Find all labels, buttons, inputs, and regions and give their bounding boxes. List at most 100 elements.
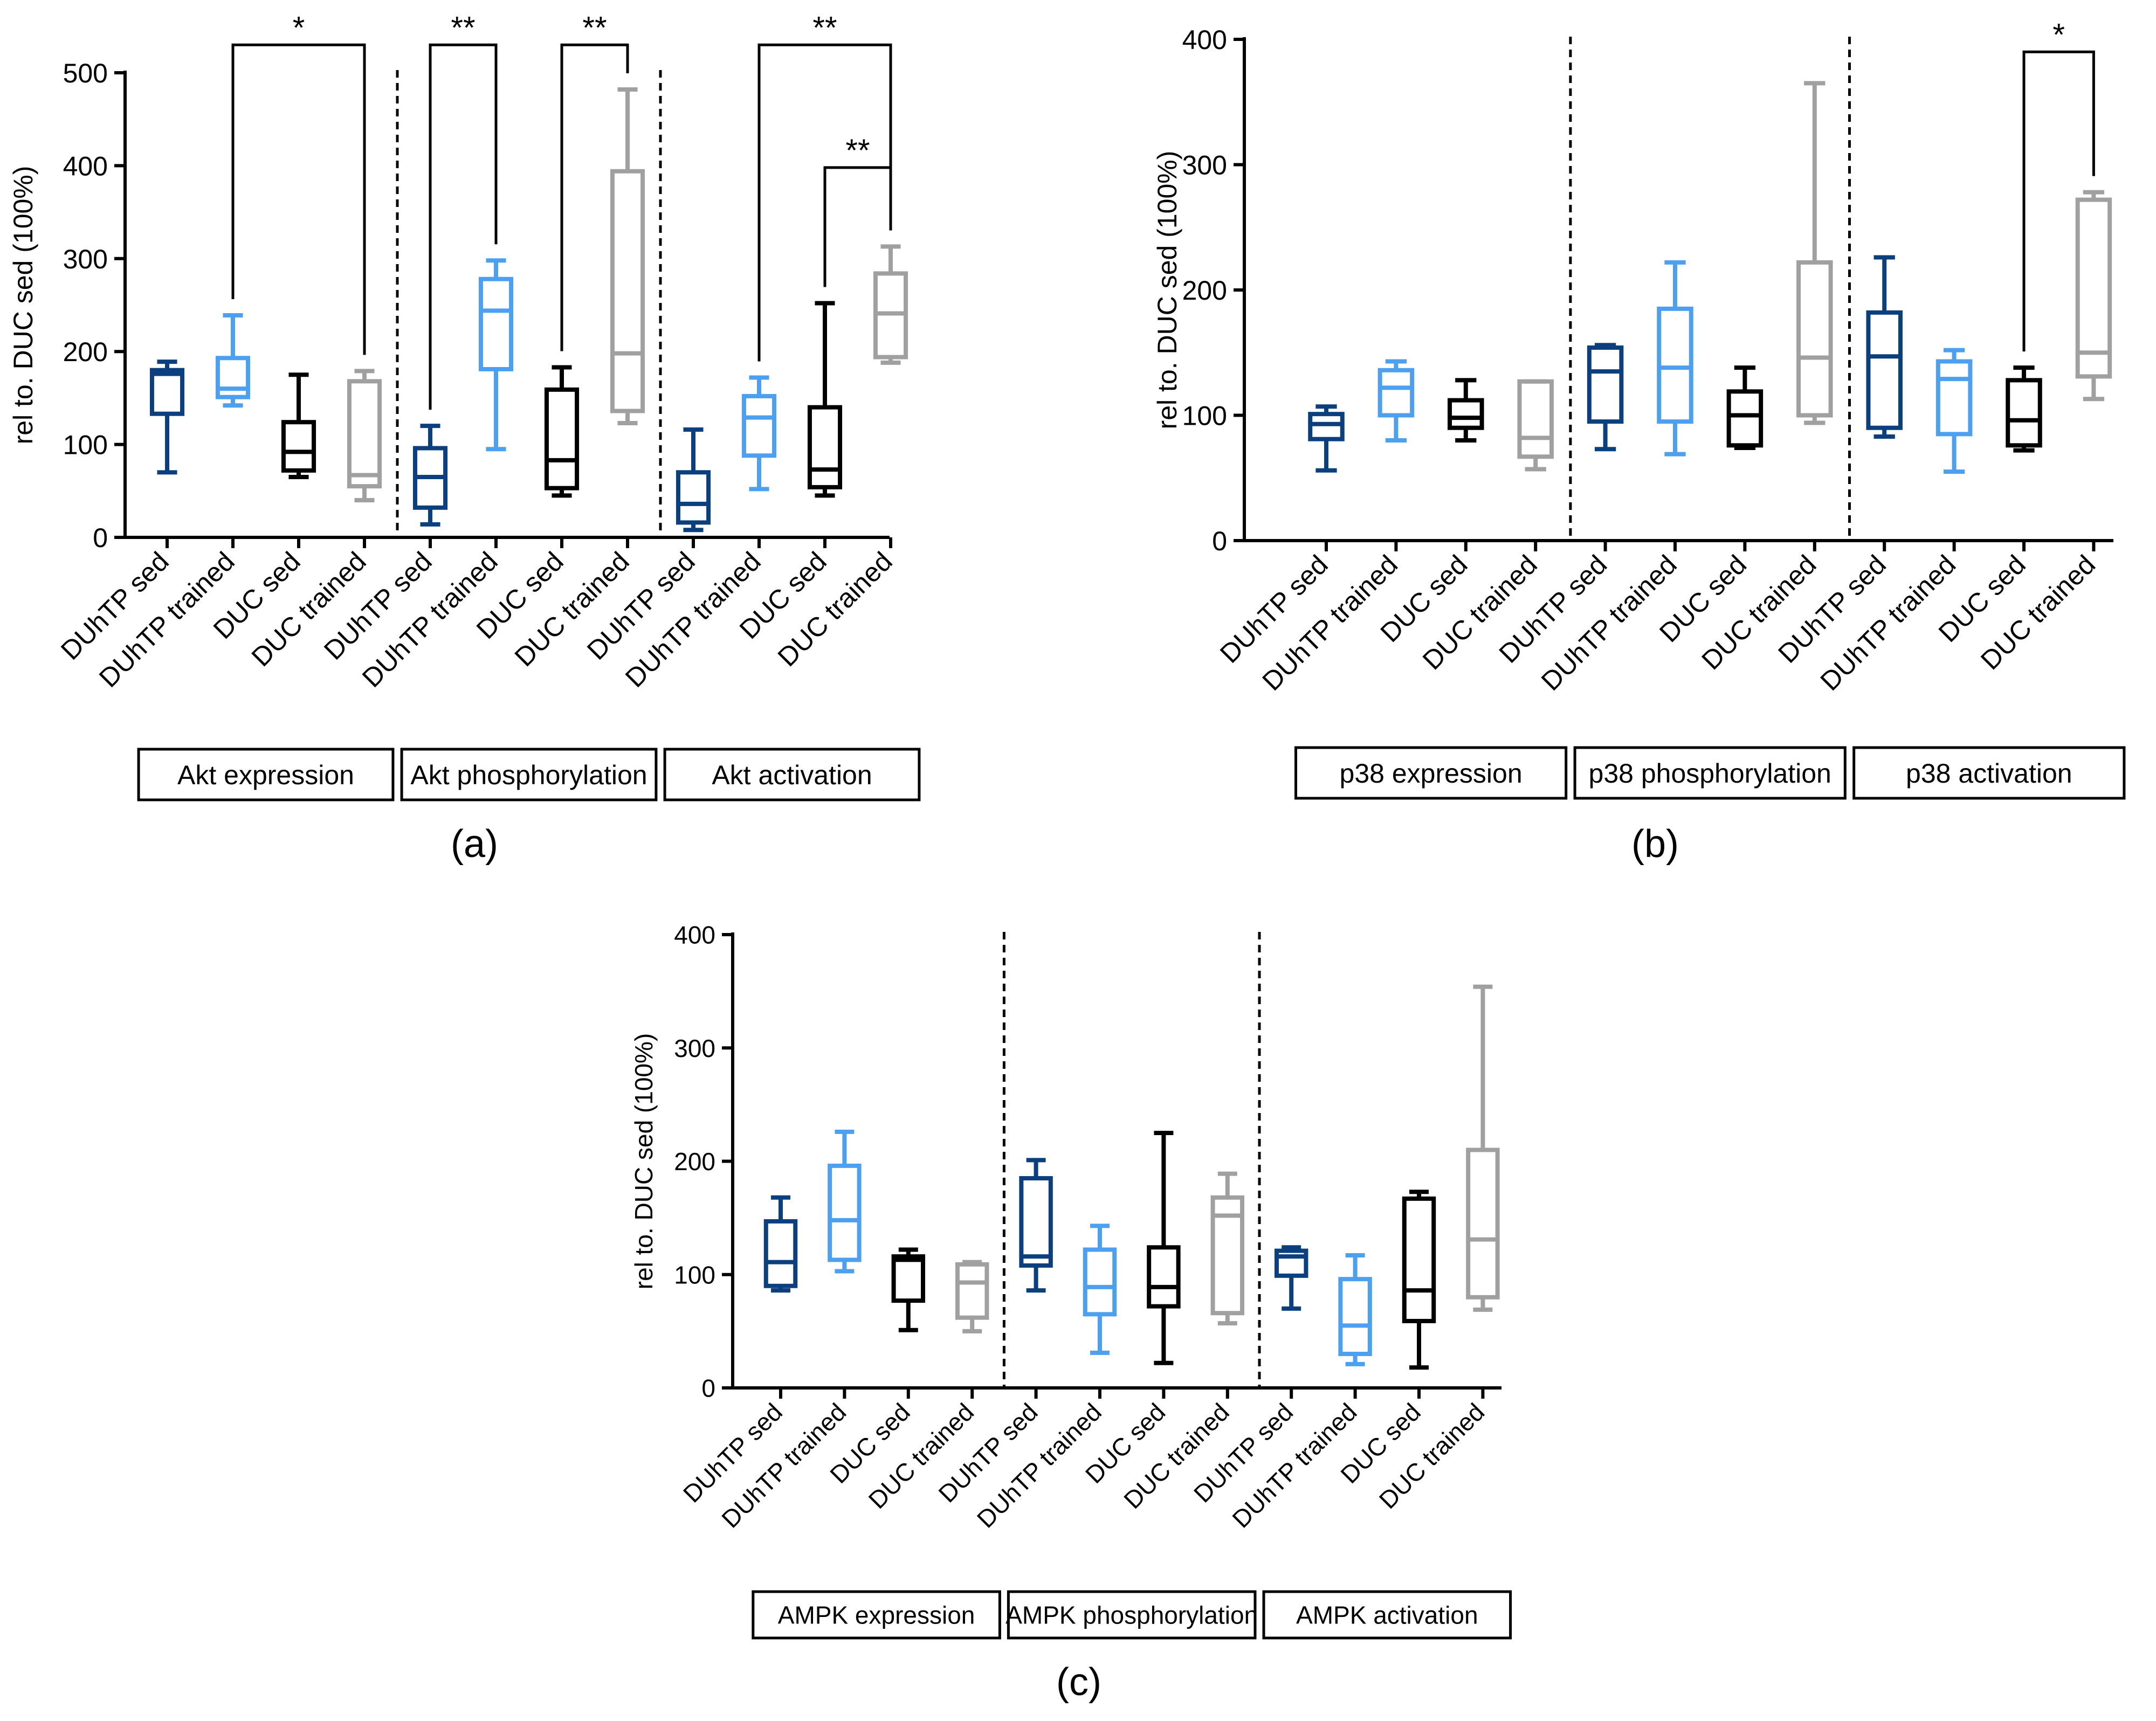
box-5: [1587, 343, 1624, 452]
y-axis-title: rel to. DUC sed (100%): [630, 1033, 658, 1290]
box-12: [2075, 190, 2112, 402]
box-10: [1935, 348, 1973, 474]
box-3: [1448, 378, 1484, 443]
box-9: [1274, 1245, 1308, 1311]
box-iqr: [763, 1219, 798, 1288]
y-tick-label: 0: [1212, 526, 1227, 556]
panel-label: (c): [1056, 1661, 1101, 1704]
box-iqr: [1796, 260, 1833, 418]
significance-bracket: [757, 43, 892, 362]
box-iqr: [891, 1254, 926, 1303]
box-iqr: [1935, 359, 1973, 437]
box-3: [891, 1247, 926, 1332]
group-label: Akt expression: [177, 760, 354, 790]
group-label: AMPK phosphorylation: [1005, 1601, 1258, 1629]
group-label-box: [1573, 746, 1847, 800]
group-label-box: [1852, 746, 2126, 800]
y-axis-title: rel to. DUC sed (100%): [1152, 151, 1182, 430]
box-11: [807, 301, 843, 498]
group-label: Akt phosphorylation: [410, 760, 647, 790]
significance-mark: **: [812, 10, 837, 45]
box-iqr: [1726, 389, 1764, 448]
box-iqr: [149, 368, 185, 416]
significance-bracket: [429, 43, 498, 410]
box-2: [828, 1129, 862, 1274]
panel-label: (a): [451, 823, 498, 866]
box-10: [1338, 1253, 1372, 1366]
box-10: [741, 375, 777, 492]
group-label-box: [752, 1590, 1001, 1640]
box-11: [1402, 1190, 1436, 1370]
x-tick-label: DUC trained: [772, 546, 898, 672]
y-tick-label: 300: [674, 1034, 715, 1062]
box-iqr: [1866, 310, 1903, 430]
box-4: [1517, 379, 1554, 472]
box-6: [478, 258, 514, 452]
group-label: Akt activation: [712, 760, 872, 790]
box-iqr: [2075, 197, 2112, 379]
box-iqr: [1274, 1248, 1308, 1278]
group-label-box: [400, 748, 658, 801]
significance-mark: **: [451, 10, 475, 45]
box-iqr: [1377, 368, 1415, 418]
y-tick-label: 0: [93, 523, 108, 553]
box-11: [2006, 365, 2042, 453]
box-iqr: [281, 420, 316, 473]
box-7: [544, 365, 580, 498]
box-iqr: [478, 277, 514, 371]
y-tick-label: 300: [1182, 150, 1227, 181]
y-axis-title: rel to. DUC sed (100%): [8, 166, 38, 445]
box-1: [763, 1195, 798, 1293]
box-iqr: [1308, 412, 1345, 441]
box-iqr: [1210, 1195, 1245, 1316]
y-tick-label: 100: [674, 1261, 715, 1289]
group-label: AMPK expression: [778, 1601, 975, 1629]
box-8: [1796, 81, 1833, 425]
significance-mark: *: [2052, 17, 2065, 52]
box-8: [1210, 1171, 1245, 1326]
significance-mark: *: [293, 10, 305, 45]
box-iqr: [610, 169, 645, 413]
box-2: [215, 313, 251, 408]
box-iqr: [1402, 1196, 1436, 1323]
y-tick-label: 500: [63, 58, 108, 88]
significance-bracket: [823, 166, 892, 287]
box-iqr: [215, 356, 251, 399]
y-tick-label: 400: [674, 921, 715, 949]
box-iqr: [347, 379, 382, 489]
box-iqr: [1338, 1277, 1372, 1356]
box-6: [1657, 260, 1693, 457]
box-iqr: [828, 1163, 862, 1262]
box-iqr: [807, 405, 843, 489]
y-tick-label: 100: [63, 430, 108, 460]
box-5: [1019, 1158, 1053, 1293]
box-6: [1083, 1224, 1117, 1355]
y-tick-label: 300: [63, 244, 108, 274]
y-tick-label: 200: [63, 337, 108, 367]
box-iqr: [676, 470, 711, 525]
box-5: [412, 424, 448, 527]
box-12: [1466, 984, 1500, 1312]
box-9: [1866, 255, 1903, 439]
group-label-box: [1294, 746, 1568, 800]
group-label: p38 expression: [1340, 758, 1523, 789]
y-tick-label: 200: [674, 1148, 715, 1176]
group-label-box: [1262, 1590, 1512, 1640]
box-iqr: [741, 393, 777, 458]
box-iqr: [1466, 1148, 1500, 1300]
y-tick-label: 400: [63, 151, 108, 181]
panel-label: (b): [1631, 823, 1679, 866]
box-iqr: [955, 1262, 989, 1320]
box-iqr: [1517, 379, 1554, 459]
group-label: AMPK activation: [1296, 1601, 1478, 1629]
box-iqr: [1657, 306, 1693, 424]
box-12: [873, 244, 908, 365]
box-8: [610, 87, 645, 425]
significance-mark: **: [845, 133, 870, 168]
group-label: p38 activation: [1906, 758, 2072, 789]
y-tick-label: 400: [1182, 25, 1227, 55]
box-1: [1308, 404, 1345, 473]
group-label-box: [663, 748, 921, 801]
